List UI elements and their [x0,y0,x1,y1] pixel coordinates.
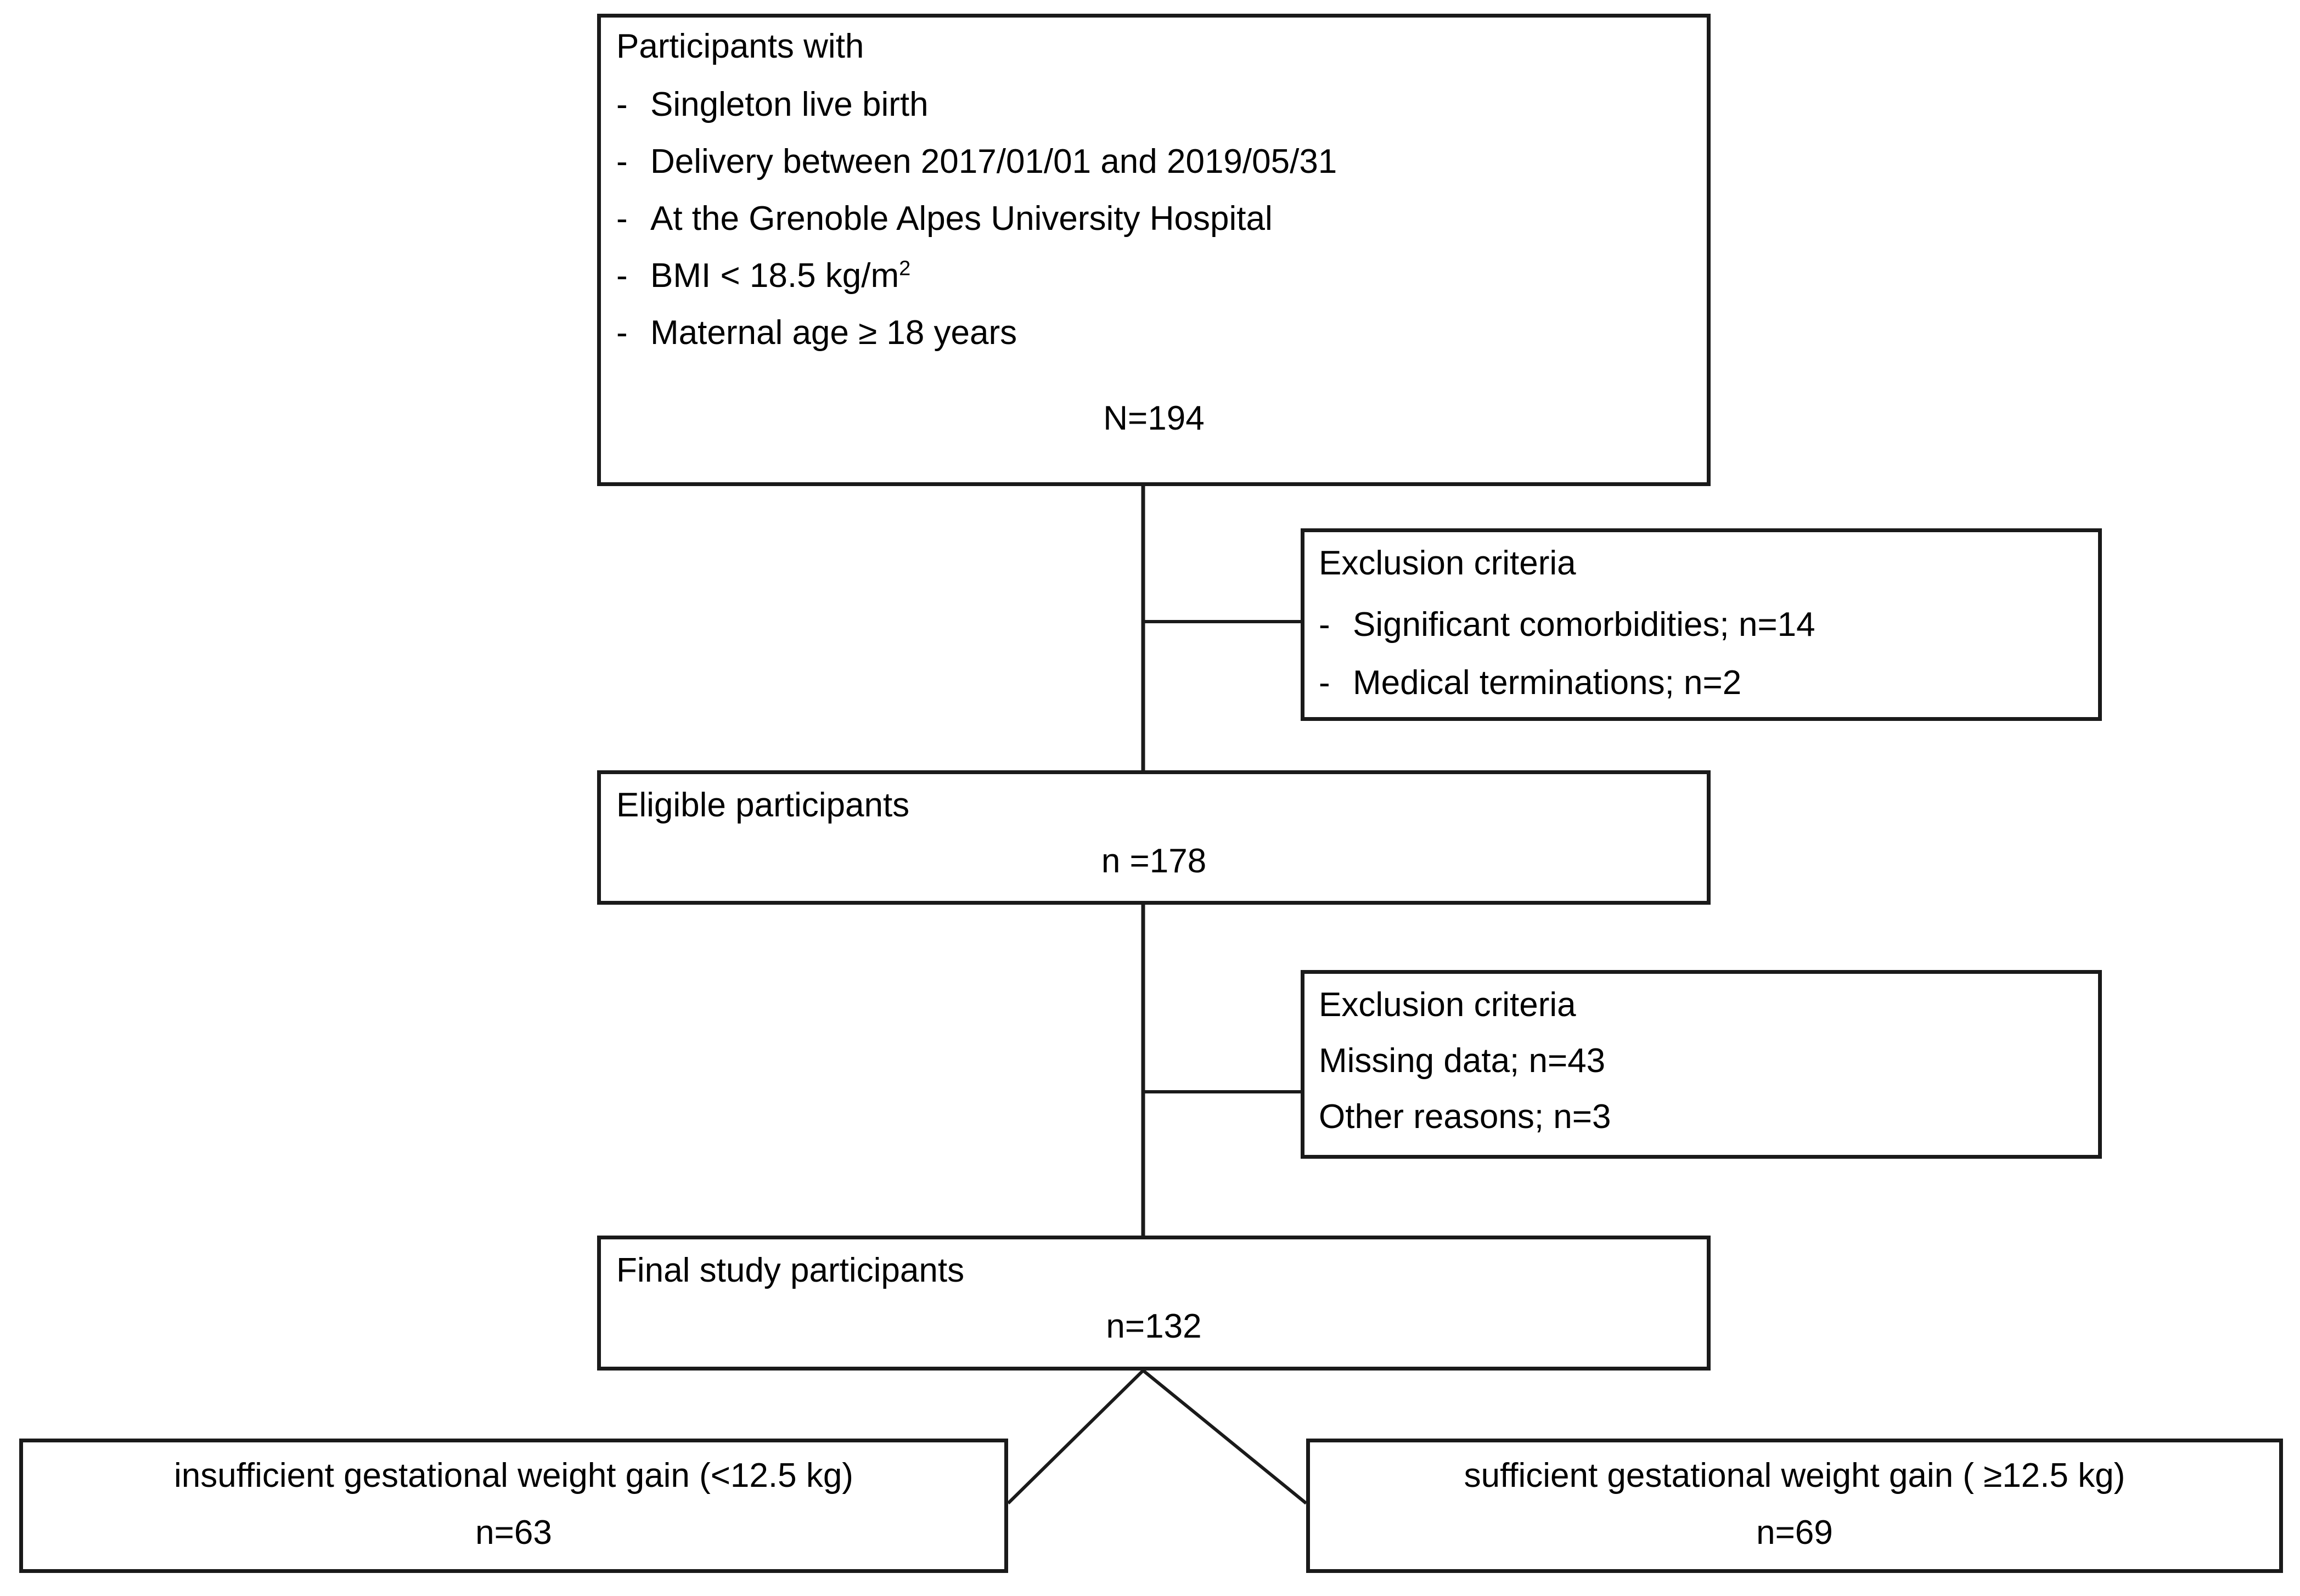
insufficient-title: insufficient gestational weight gain (<1… [174,1457,853,1495]
exclusion-1-list: - Significant comorbidities; n=14 - Medi… [1319,608,2098,700]
final-title: Final study participants [616,1251,965,1289]
node-exclusion-criteria-2: Exclusion criteria Missing data; n=43 Ot… [1301,970,2102,1159]
criteria-label: Singleton live birth [650,86,929,123]
exclusion-label: Missing data; n=43 [1319,1042,1606,1080]
exclusion-item: - Significant comorbidities; n=14 [1319,608,2098,642]
criteria-item: - Delivery between 2017/01/01 and 2019/0… [616,145,1707,179]
sufficient-count: n=69 [1756,1514,1833,1552]
criteria-item: - Singleton live birth [616,88,1707,122]
connector-final-to-sufficient [1142,1369,1307,1505]
criteria-label: Delivery between 2017/01/01 and 2019/05/… [650,143,1337,181]
connector-final-to-insufficient [1006,1369,1145,1505]
criteria-label: Maternal age ≥ 18 years [650,314,1017,352]
criteria-label: BMI < 18.5 kg/m [650,257,899,295]
node-sufficient-weight-gain: sufficient gestational weight gain ( ≥12… [1306,1439,2283,1573]
eligible-count: n =178 [1101,842,1207,880]
dash-bullet-icon: - [616,200,628,238]
exclusion-2-title: Exclusion criteria [1319,986,1576,1024]
dash-bullet-icon: - [1319,606,1330,644]
node-eligible-participants: Eligible participants n =178 [597,770,1711,905]
exclusion-label: Other reasons; n=3 [1319,1098,1611,1136]
participants-title: Participants with [616,27,864,65]
dash-bullet-icon: - [616,257,628,295]
participants-count: N=194 [1103,399,1205,437]
dash-bullet-icon: - [1319,664,1330,702]
insufficient-count: n=63 [475,1514,552,1552]
final-count: n=132 [1106,1307,1202,1345]
node-insufficient-weight-gain: insufficient gestational weight gain (<1… [19,1439,1008,1573]
exclusion-1-title: Exclusion criteria [1319,544,1576,582]
node-final-study-participants: Final study participants n=132 [597,1236,1711,1371]
dash-bullet-icon: - [616,86,628,123]
eligible-title: Eligible participants [616,786,910,824]
exclusion-label: Significant comorbidities; n=14 [1353,606,1815,644]
criteria-item: - BMI < 18.5 kg/m2 [616,257,1707,295]
criteria-item: - At the Grenoble Alpes University Hospi… [616,202,1707,236]
dash-bullet-icon: - [616,143,628,181]
sufficient-title: sufficient gestational weight gain ( ≥12… [1464,1457,2125,1495]
node-exclusion-criteria-1: Exclusion criteria - Significant comorbi… [1301,528,2102,721]
dash-bullet-icon: - [616,314,628,352]
exclusion-label: Medical terminations; n=2 [1353,664,1742,702]
bmi-unit-exponent: 2 [899,257,911,280]
criteria-item: - Maternal age ≥ 18 years [616,316,1707,350]
criteria-label: At the Grenoble Alpes University Hospita… [650,200,1273,238]
participants-criteria-list: - Singleton live birth - Delivery betwee… [616,88,1707,350]
exclusion-item: - Medical terminations; n=2 [1319,666,2098,700]
node-participants: Participants with - Singleton live birth… [597,14,1711,486]
